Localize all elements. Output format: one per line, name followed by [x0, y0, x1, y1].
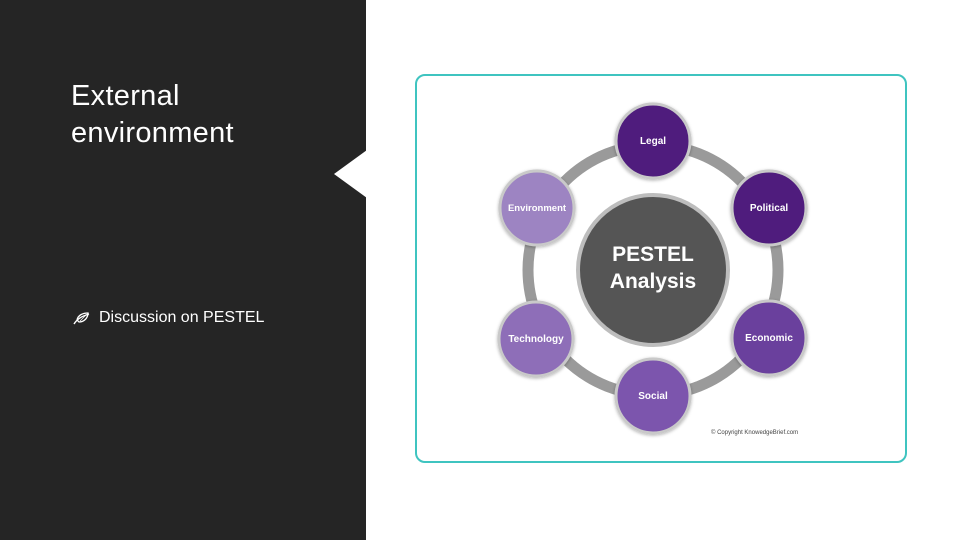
leaf-bullet-icon [73, 312, 90, 325]
node-social [614, 357, 692, 435]
pestel-diagram: PESTEL Analysis Legal Political Economic… [497, 102, 808, 436]
center-circle [576, 193, 730, 347]
node-technology-label: Technology [508, 334, 564, 345]
node-environment-label: Environment [508, 203, 567, 214]
pestel-diagram-frame: PESTEL Analysis Legal Political Economic… [415, 74, 907, 463]
node-legal [614, 102, 692, 180]
node-economic [730, 299, 808, 377]
title-panel [0, 0, 366, 540]
bullet-item: Discussion on PESTEL [72, 309, 264, 327]
node-technology [497, 300, 575, 378]
panel-notch [334, 150, 367, 198]
node-political [730, 169, 808, 247]
bullet-text: Discussion on PESTEL [99, 309, 265, 326]
center-title: PESTEL [612, 243, 694, 266]
node-legal-label: Legal [640, 136, 666, 147]
center-subtitle: Analysis [610, 270, 696, 293]
slide-title: External environment [71, 80, 234, 149]
node-political-label: Political [750, 203, 789, 214]
copyright-text: © Copyright KnowedgeBrief.com [711, 429, 798, 436]
node-economic-label: Economic [745, 333, 793, 344]
node-social-label: Social [638, 391, 668, 402]
node-environment [498, 169, 576, 247]
